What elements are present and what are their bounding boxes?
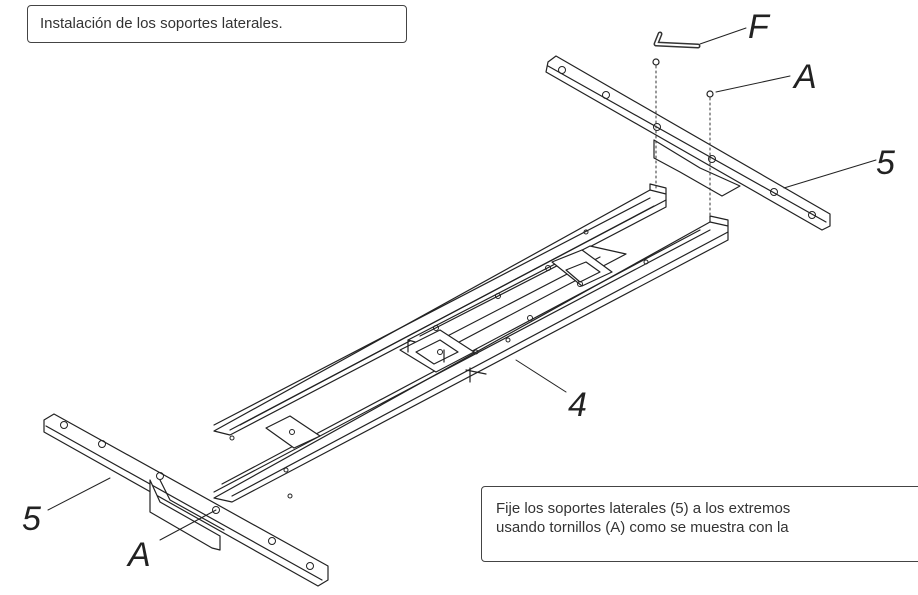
label-screw-bottom: A xyxy=(126,536,151,574)
step-title-box: Instalación de los soportes laterales. xyxy=(27,5,407,43)
side-support-right xyxy=(545,55,831,231)
instruction-line-1: Fije los soportes laterales (5) a los ex… xyxy=(496,500,791,517)
label-support-left: 5 xyxy=(22,500,41,538)
step-title: Instalación de los soportes laterales. xyxy=(40,15,283,32)
leader-lines xyxy=(47,27,877,541)
label-screw-top: A xyxy=(792,58,817,96)
label-support-right: 5 xyxy=(876,144,895,182)
bolt-hole xyxy=(60,66,816,570)
screw-icon xyxy=(652,58,714,98)
instruction-box: Fije los soportes laterales (5) a los ex… xyxy=(481,486,918,562)
frame-part-4 xyxy=(213,183,729,503)
label-frame: 4 xyxy=(568,386,587,424)
label-allen-key: F xyxy=(748,8,771,46)
instruction-line-2: usando tornillos (A) como se muestra con… xyxy=(496,519,789,536)
side-support-left xyxy=(43,413,329,587)
